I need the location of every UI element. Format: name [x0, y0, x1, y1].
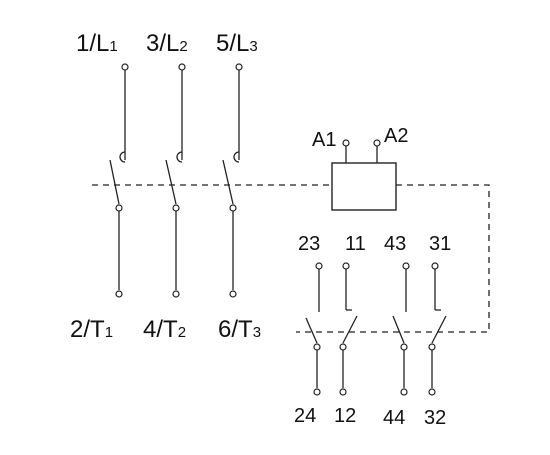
- aux-contact-nc-11-12: [339, 262, 358, 396]
- pole3-top-terminal: [235, 63, 243, 71]
- aux-no1-bottom-label: 24: [294, 405, 316, 427]
- pole3-switch-blade: [222, 159, 234, 205]
- main-contact-pole-2: [165, 63, 186, 298]
- coil-box: [331, 162, 397, 211]
- coil: A1 A2: [312, 125, 408, 211]
- aux-nc2-bottom-label: 32: [424, 407, 446, 429]
- pole3-bottom-terminal: [229, 290, 237, 298]
- main-contact-pole-3: [222, 63, 243, 298]
- aux-contact-no-43-44: [392, 262, 410, 396]
- main-contact-pole-1: [109, 63, 129, 298]
- aux-no1-blade: [305, 317, 318, 344]
- pole2-load-label: 4/T2: [143, 316, 186, 343]
- coil-terminal-a2-label: A2: [384, 125, 408, 147]
- pole1-pivot: [115, 204, 123, 212]
- pole1-bottom-terminal: [115, 290, 123, 298]
- aux-no2-bottom-label: 44: [383, 407, 405, 429]
- aux-no2-top-label: 43: [384, 233, 406, 255]
- coil-a1-terminal: [342, 139, 350, 147]
- pole2-bottom-terminal: [172, 290, 180, 298]
- aux-contact-no-23-24: [305, 262, 323, 396]
- pole1-line-label: 1/L1: [76, 30, 118, 57]
- aux-nc2-top-label: 31: [429, 233, 451, 255]
- mechanical-linkage-aux: [296, 184, 490, 333]
- aux-nc1-blade: [342, 315, 358, 344]
- pole1-top-terminal: [121, 63, 129, 71]
- coil-terminal-a1-label: A1: [312, 129, 336, 151]
- pole3-load-label: 6/T3: [218, 316, 261, 343]
- pole1-switch-blade: [109, 159, 120, 205]
- aux-contact-nc-31-32: [428, 262, 447, 396]
- pole3-line-label: 5/L3: [216, 30, 258, 57]
- pole2-top-terminal: [178, 63, 186, 71]
- pole1-load-label: 2/T1: [70, 316, 113, 343]
- pole2-pivot: [172, 204, 180, 212]
- pole2-line-label: 3/L2: [146, 30, 188, 57]
- coil-a2-terminal: [373, 139, 381, 147]
- aux-nc1-bottom-label: 12: [334, 405, 356, 427]
- aux-nc2-blade: [431, 315, 447, 344]
- pole3-pivot: [229, 204, 237, 212]
- aux-nc1-top-label: 11: [345, 233, 366, 255]
- aux-no1-top-label: 23: [298, 233, 320, 255]
- aux-no2-blade: [392, 315, 405, 344]
- pole2-switch-blade: [165, 159, 177, 205]
